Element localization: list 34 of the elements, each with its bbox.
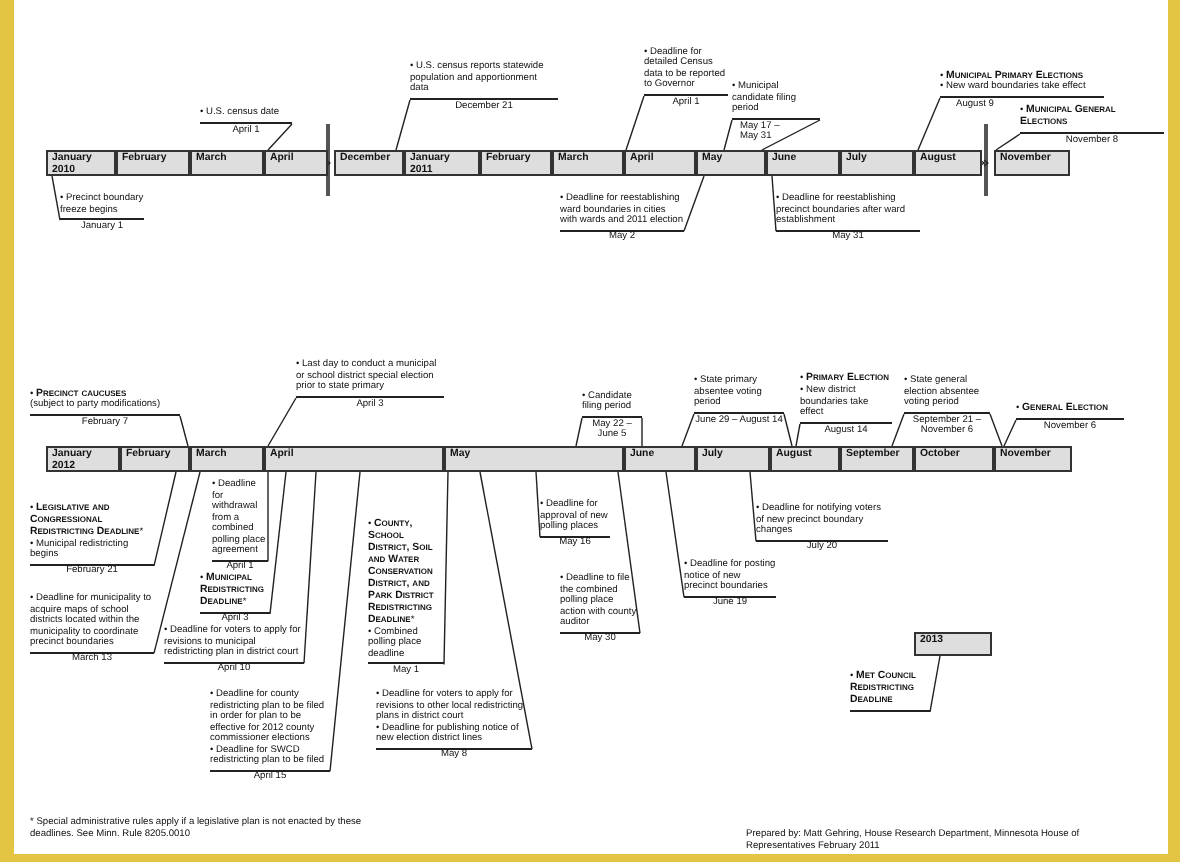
leader-line bbox=[303, 471, 317, 664]
leader-line bbox=[267, 471, 269, 562]
leader-line bbox=[479, 471, 533, 750]
leader-line bbox=[761, 119, 821, 151]
leader-line bbox=[269, 471, 287, 615]
event-annotation bbox=[850, 672, 930, 712]
leader-line bbox=[749, 471, 757, 542]
leader-line bbox=[723, 119, 733, 151]
leader-line bbox=[395, 99, 411, 151]
leader-line bbox=[267, 123, 293, 151]
leader-line bbox=[995, 133, 1021, 151]
leader-line bbox=[51, 175, 61, 221]
leader-line bbox=[443, 471, 449, 666]
leader-line bbox=[575, 417, 583, 447]
leader-line bbox=[1003, 419, 1017, 447]
leader-line bbox=[329, 471, 361, 772]
leader-line bbox=[917, 97, 941, 151]
leader-line bbox=[795, 423, 801, 447]
leader-line bbox=[179, 415, 189, 447]
leader-line bbox=[617, 471, 641, 634]
leader-line bbox=[681, 413, 695, 447]
leader-line bbox=[153, 471, 201, 654]
leader-line bbox=[683, 175, 705, 232]
leader-line bbox=[771, 175, 777, 232]
leader-line bbox=[641, 417, 643, 447]
leader-line bbox=[989, 413, 1003, 447]
leader-line bbox=[267, 397, 297, 447]
leader-line bbox=[891, 413, 905, 447]
leader-line bbox=[929, 655, 941, 713]
leader-line bbox=[153, 471, 177, 567]
leader-line bbox=[665, 471, 685, 598]
leader-line bbox=[783, 413, 793, 447]
leader-line bbox=[535, 471, 541, 538]
leader-line bbox=[625, 95, 645, 151]
